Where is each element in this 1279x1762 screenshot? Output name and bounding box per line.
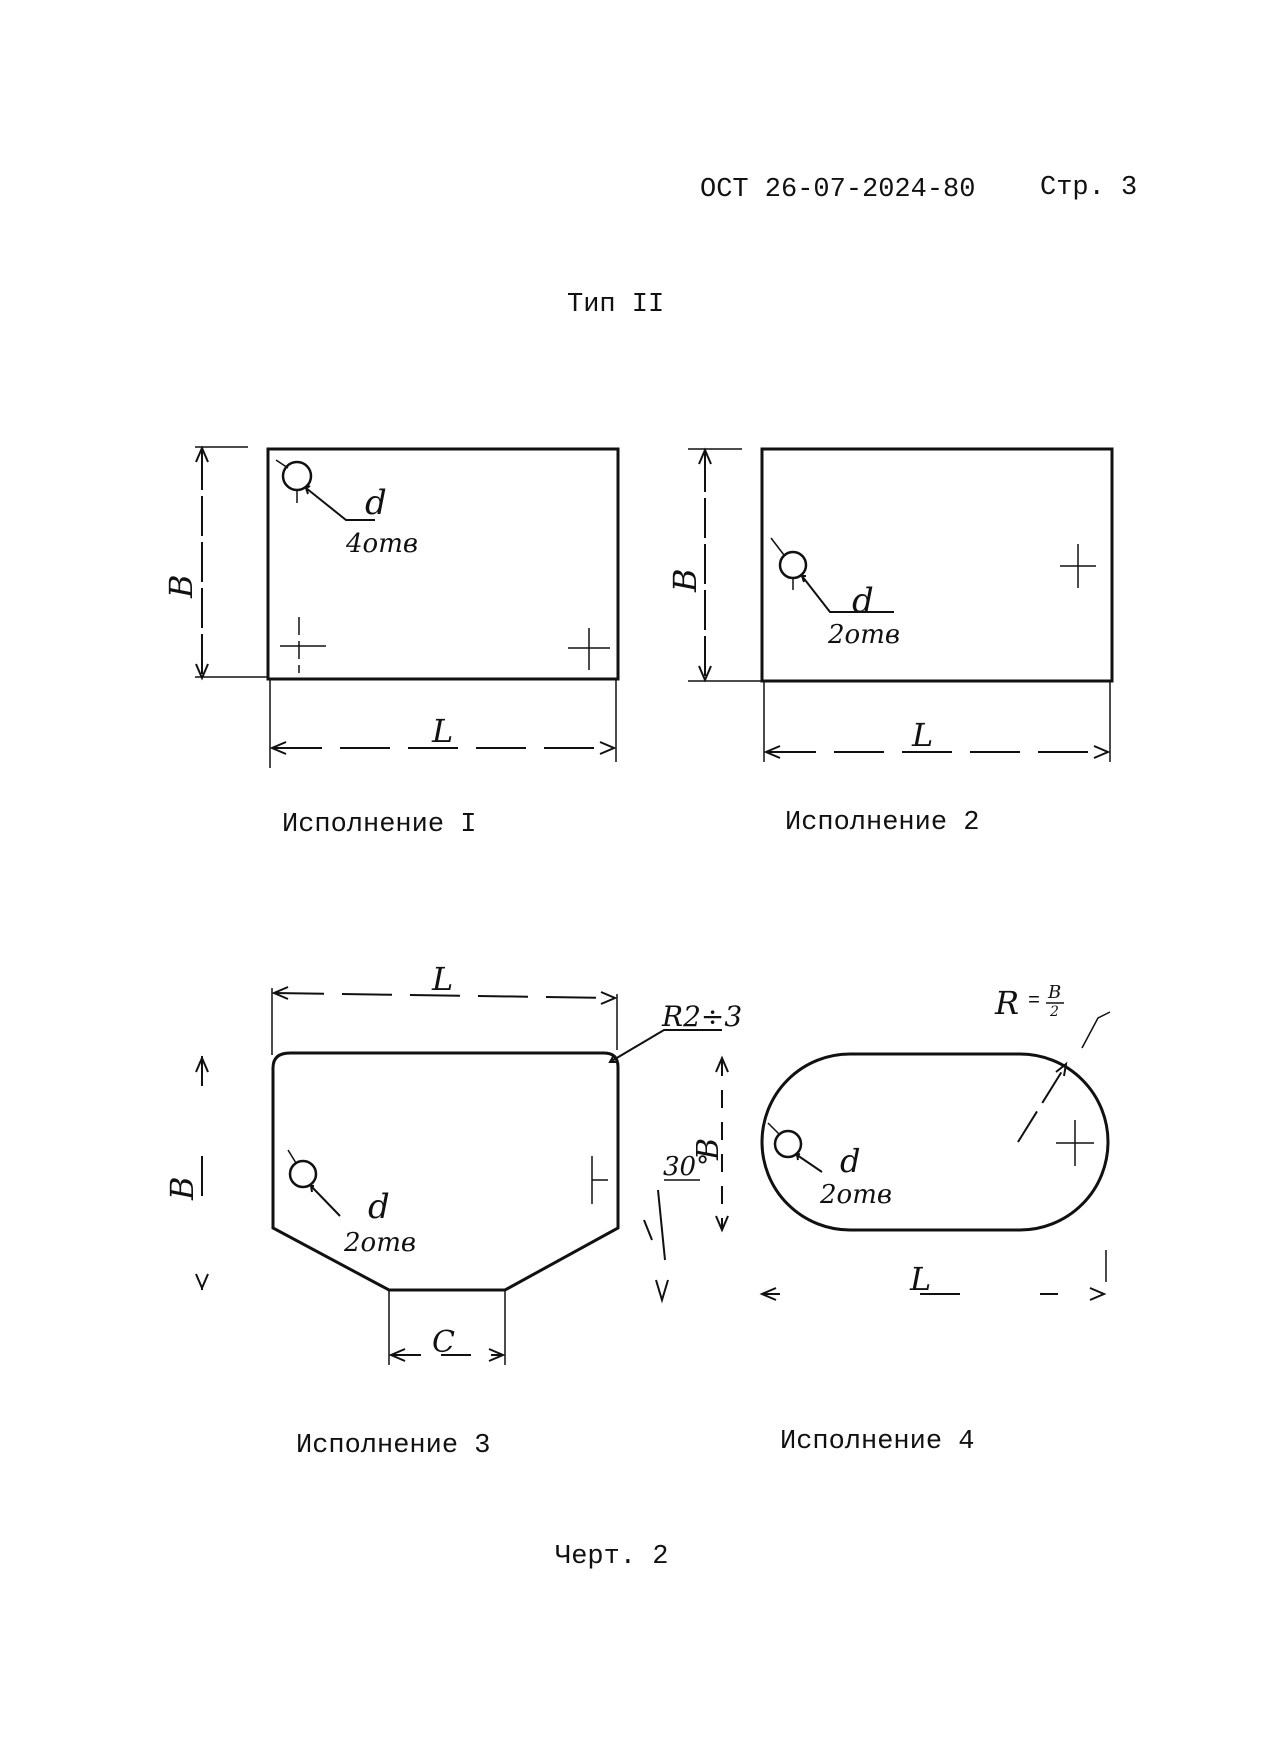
figure-caption: Черт. 2: [555, 1542, 668, 1572]
variant-1-hole-diameter: d: [365, 483, 387, 523]
variant-1-length-label: L: [431, 712, 453, 750]
variant-4-length-label: L: [909, 1260, 931, 1298]
variant-4-radius-eq: =: [1028, 990, 1040, 1013]
variant-4-radius-numerator: B: [1047, 982, 1061, 1003]
variant-3-drawing: L B C R2÷3 30° B d 2отв: [163, 960, 742, 1365]
variant-3-hole-diameter: d: [368, 1187, 390, 1227]
variant-3-corner-radius: R2÷3: [661, 1000, 742, 1033]
standard-number: ОСТ 26-07-2024-80: [700, 175, 975, 205]
variant-2-plate: [760, 447, 1114, 683]
variant-4-plate: [760, 1052, 1110, 1232]
variant-2-width-label: B: [666, 568, 704, 593]
page-number: Стр. 3: [1040, 173, 1137, 203]
variant-4-drawing: L R = B 2 d 2отв: [759, 982, 1111, 1301]
section-title: Тип II: [567, 290, 664, 320]
variant-3-bottom-label: C: [432, 1325, 455, 1360]
variant-2-drawing: B L d 2отв: [666, 447, 1114, 762]
variant-3-plate: [271, 1051, 620, 1292]
variant-2-caption: Исполнение 2: [785, 808, 979, 838]
variant-1-plate: [266, 447, 620, 681]
variant-3-hole: [288, 1159, 318, 1189]
variant-3-length-label: L: [431, 960, 453, 998]
variant-3-angle: 30°: [663, 1152, 709, 1182]
variant-4-hole: [773, 1129, 803, 1159]
variant-4-hole-diameter: d: [840, 1142, 860, 1180]
variant-2-hole-diameter: d: [852, 581, 874, 621]
variant-3-caption: Исполнение 3: [296, 1431, 490, 1461]
variant-3-width-label: B: [163, 1176, 201, 1201]
variant-4-radius-denominator: 2: [1049, 1004, 1059, 1020]
variant-1-hole: [281, 460, 313, 492]
variant-1-width-label: B: [162, 574, 200, 599]
variant-1-drawing: B L d 4отв: [162, 445, 620, 768]
variant-4-caption: Исполнение 4: [780, 1427, 974, 1457]
variant-1-caption: Исполнение I: [282, 810, 476, 840]
variant-2-hole: [778, 550, 808, 580]
variant-2-hole-count: 2отв: [827, 620, 900, 650]
variant-3-hole-count: 2отв: [343, 1228, 416, 1258]
variant-2-length-label: L: [911, 716, 933, 754]
variant-3-right-width-label: B: [691, 1138, 726, 1161]
variant-1-hole-count: 4отв: [345, 529, 418, 559]
variant-4-hole-count: 2отв: [819, 1180, 892, 1210]
variant-4-radius-label: R: [994, 984, 1019, 1022]
